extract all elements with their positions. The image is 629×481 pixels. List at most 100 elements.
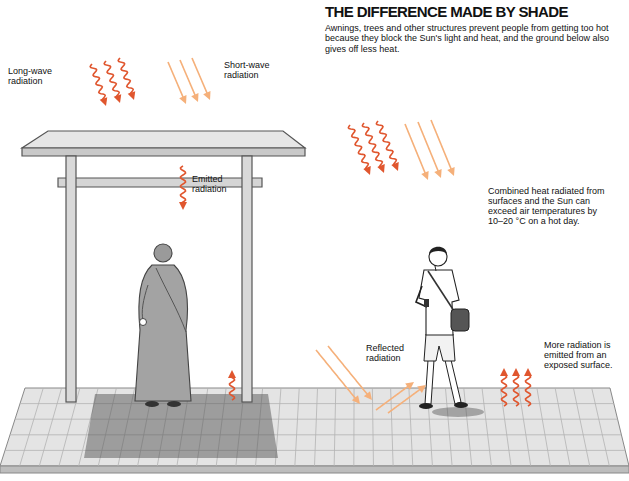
tile-line xyxy=(409,388,413,466)
arrow-head xyxy=(191,93,198,102)
arrow-head xyxy=(391,162,398,171)
tile-line xyxy=(20,388,44,466)
arrow-head xyxy=(364,391,372,400)
arrow-head xyxy=(447,167,454,176)
long-wave-arrow xyxy=(500,368,508,406)
tile-line xyxy=(315,388,318,466)
long-wave-arrow xyxy=(90,64,107,106)
foot xyxy=(145,401,159,407)
callout-label: Short-wave radiation xyxy=(224,60,280,80)
hair xyxy=(429,247,447,254)
arrow-shaft xyxy=(328,346,368,395)
tile-line xyxy=(334,388,336,466)
caption: Awnings, trees and other structures prev… xyxy=(325,23,617,54)
arrow-head xyxy=(228,370,236,378)
long-wave-arrow xyxy=(118,58,135,100)
pavement-edge xyxy=(0,466,629,473)
tile-line xyxy=(295,388,299,466)
arrow-shaft xyxy=(501,374,506,406)
woman-figure xyxy=(135,244,191,407)
foot xyxy=(167,401,181,407)
sari xyxy=(135,265,191,401)
awning-beam xyxy=(58,178,262,187)
awning-post xyxy=(66,156,76,402)
arrow-head xyxy=(405,382,414,390)
tile-line xyxy=(482,388,491,466)
callout-label: More radiation is emitted from an expose… xyxy=(544,340,620,370)
awning-shelter xyxy=(22,131,305,402)
tile-line xyxy=(39,388,61,466)
callout-label: Combined heat radiated from surfaces and… xyxy=(488,186,612,226)
shoe xyxy=(419,403,433,409)
short-wave-arrow xyxy=(328,346,372,400)
shorts xyxy=(424,334,455,361)
arrow-shaft xyxy=(104,61,119,98)
neck xyxy=(435,266,436,271)
arm xyxy=(142,285,148,320)
short-wave-arrow xyxy=(418,122,442,178)
short-wave-arrow xyxy=(405,124,429,180)
arrow-head xyxy=(179,202,187,210)
arrow-head xyxy=(128,91,136,100)
title: THE DIFFERENCE MADE BY SHADE xyxy=(325,4,568,21)
short-wave-arrow xyxy=(431,120,455,176)
long-wave-arrow xyxy=(512,368,520,406)
long-wave-arrow xyxy=(179,166,187,210)
arrow-head xyxy=(417,385,426,393)
arrow-shaft xyxy=(180,166,185,204)
man-figure xyxy=(416,247,484,417)
arrow-shaft xyxy=(525,374,530,406)
pavement-surface xyxy=(0,388,629,466)
short-wave-arrow xyxy=(388,385,426,413)
callout-label: Reflected radiation xyxy=(366,343,424,363)
arrow-shaft xyxy=(180,60,195,96)
arrow-shaft xyxy=(513,374,518,406)
shadow xyxy=(432,407,484,417)
awning-post xyxy=(242,156,252,402)
arrow-head xyxy=(377,164,384,173)
tile-line xyxy=(537,388,551,466)
arrow-head xyxy=(114,94,122,103)
arrow-head xyxy=(524,368,532,376)
shoe xyxy=(454,402,468,408)
tile-line xyxy=(592,388,610,466)
arrow-head xyxy=(100,97,108,106)
pavement xyxy=(0,388,629,473)
long-wave-arrow xyxy=(228,370,236,400)
tile-line xyxy=(372,388,373,466)
sari-drape xyxy=(156,268,186,332)
shade-patch xyxy=(84,394,278,458)
arrow-shaft xyxy=(168,62,183,98)
tile-line xyxy=(445,388,452,466)
callout-label: Long-wave radiation xyxy=(8,66,62,86)
awning-roof-edge xyxy=(22,148,305,156)
arrow-head xyxy=(363,166,370,175)
arrow-head xyxy=(352,395,360,404)
arrow-head xyxy=(203,91,210,100)
arrow-shaft xyxy=(90,64,105,101)
arrow-head xyxy=(512,368,520,376)
short-wave-arrow xyxy=(192,58,211,100)
arrow-head xyxy=(434,169,441,178)
leg xyxy=(425,360,434,404)
arrow-head xyxy=(421,171,428,180)
callout-label: Emitted radiation xyxy=(192,174,240,194)
bag xyxy=(451,309,469,331)
phone xyxy=(424,299,429,307)
arrow-shaft xyxy=(431,120,452,170)
arrow-shaft xyxy=(376,121,396,166)
tile-line xyxy=(555,388,570,466)
long-wave-arrow xyxy=(524,368,532,406)
long-wave-arrow xyxy=(104,61,121,103)
arrow-shaft xyxy=(118,58,133,95)
tile-line xyxy=(573,388,589,466)
hand xyxy=(140,319,147,326)
awning-roof-top xyxy=(22,131,305,148)
radiation-arrows xyxy=(90,58,532,413)
arrow-shaft xyxy=(229,376,234,400)
arrow-head xyxy=(179,95,186,104)
arrow-shaft xyxy=(192,58,207,94)
arrow-shaft xyxy=(362,123,382,168)
